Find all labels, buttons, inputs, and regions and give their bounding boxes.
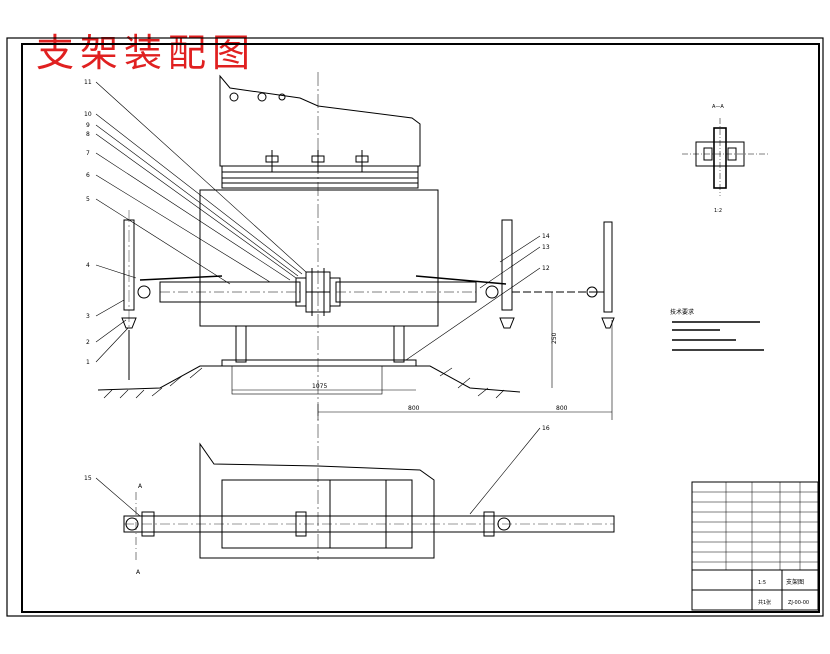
view-marker-bottom: A	[136, 569, 141, 576]
brace-right	[415, 275, 507, 285]
dim-span-right: 800	[556, 405, 568, 412]
balloon-10: 10	[84, 111, 92, 118]
balloon-7: 7	[86, 150, 90, 157]
dim-span-left: 800	[408, 405, 420, 412]
balloon-5: 5	[86, 196, 90, 203]
balloon-12: 12	[542, 265, 550, 272]
notes-text-lines	[672, 321, 764, 351]
balloon-16: 16	[542, 425, 550, 432]
support-arm-right	[329, 277, 477, 307]
balloon-9: 9	[86, 122, 90, 129]
inner-frame	[21, 43, 820, 613]
ground-hatch	[103, 367, 505, 399]
brace-left	[139, 275, 223, 281]
dim-base: 1075	[312, 383, 327, 390]
center-clamp	[305, 268, 331, 316]
balloon-8: 8	[86, 131, 90, 138]
balloon-11: 11	[84, 79, 92, 86]
drawing-name: 支架图	[786, 578, 804, 586]
drawing-scale: 1:5	[758, 580, 766, 586]
leg-left	[235, 325, 247, 363]
view-marker-top: A	[138, 483, 143, 490]
post-far-right	[512, 221, 615, 329]
upper-hopper	[219, 74, 421, 189]
leg-right	[393, 325, 405, 363]
balloon-1: 1	[86, 359, 90, 366]
drawing-number: ZJ-00-00	[788, 600, 809, 606]
balloon-4: 4	[86, 262, 90, 269]
balloon-3: 3	[86, 313, 90, 320]
drawing-title: 支架装配图	[36, 31, 257, 75]
plan-view	[123, 442, 615, 560]
section-label-top: A—A	[712, 104, 724, 110]
support-arm-left	[159, 277, 307, 307]
leader-lines	[95, 81, 541, 517]
drawing-sheet: 共1张	[758, 599, 771, 606]
outer-frame	[6, 37, 824, 617]
balloon-14: 14	[542, 233, 550, 240]
post-right	[485, 219, 515, 329]
ground-line	[97, 365, 521, 393]
title-block	[691, 481, 819, 611]
dimension-lines	[232, 292, 613, 420]
balloon-6: 6	[86, 172, 90, 179]
section-view	[682, 118, 770, 196]
base-plate	[221, 359, 417, 367]
dim-height: 250	[551, 332, 558, 344]
balloon-15: 15	[84, 475, 92, 482]
machine-body	[199, 189, 439, 327]
notes-heading: 技术要求	[670, 308, 694, 316]
balloon-2: 2	[86, 339, 90, 346]
post-left	[121, 210, 151, 380]
title-block-rows	[692, 491, 818, 563]
foundation	[231, 365, 383, 395]
section-label-bottom: 1:2	[714, 208, 722, 214]
balloon-13: 13	[542, 244, 550, 251]
